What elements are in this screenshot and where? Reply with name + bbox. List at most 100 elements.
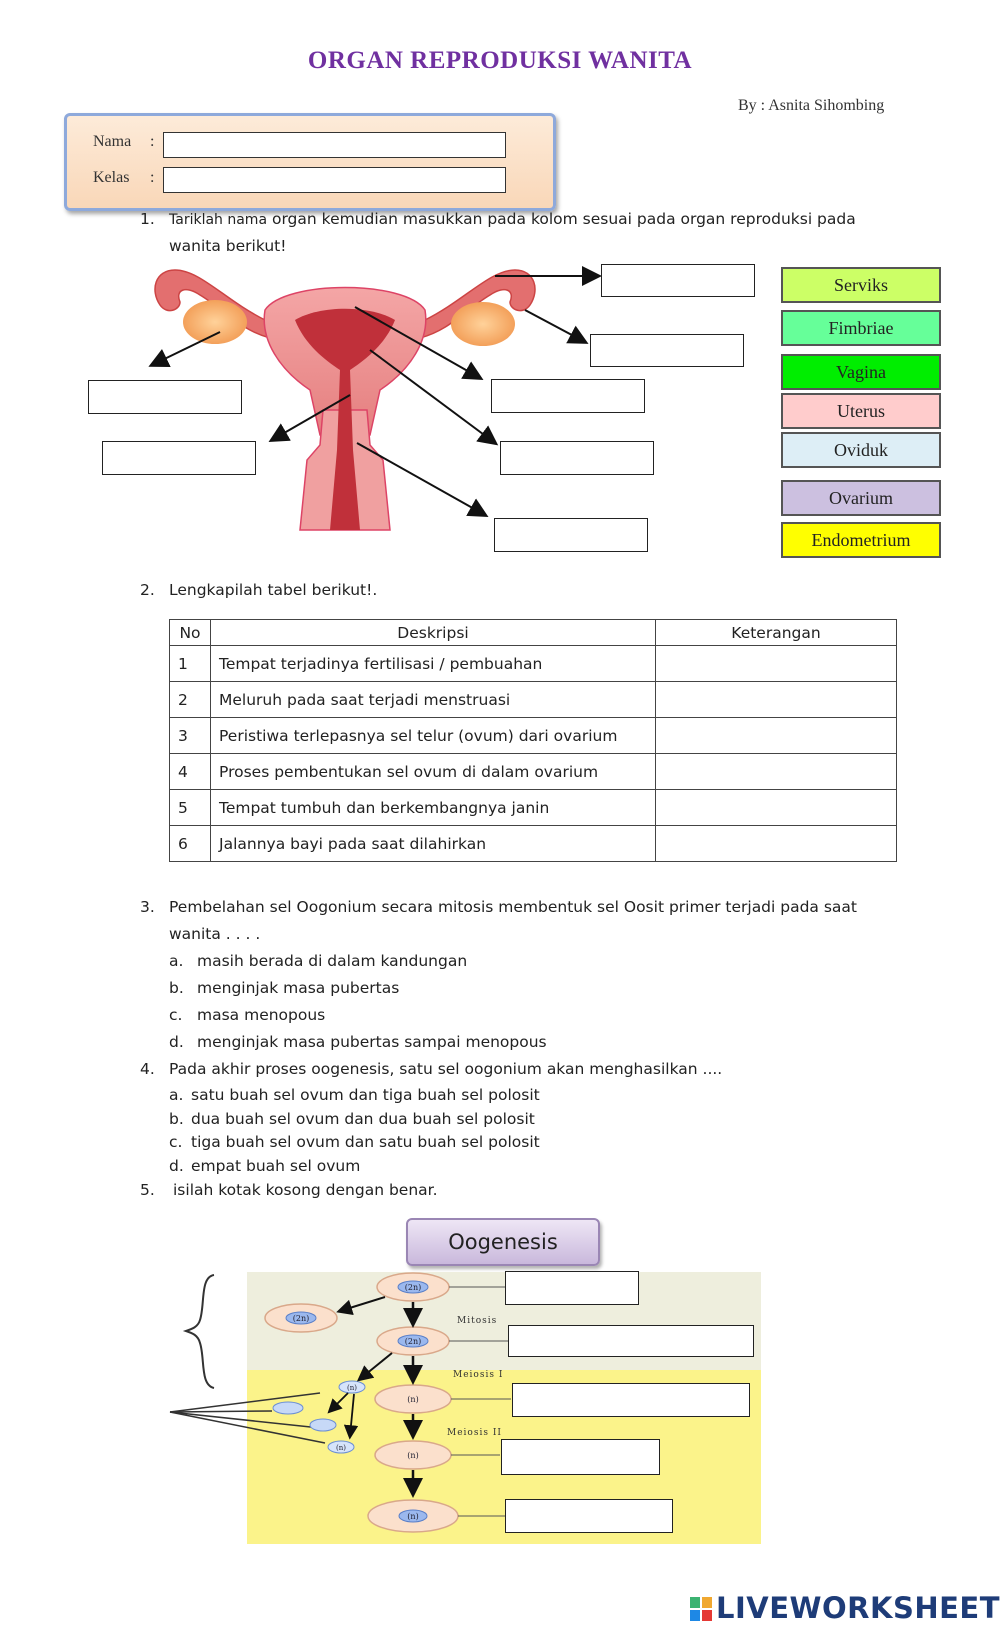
author-label: By : Asnita Sihombing [738,97,885,114]
class-label: Kelas [93,169,130,186]
row-answer-cell[interactable] [655,681,897,718]
name-label: Nama [93,133,132,150]
class-input[interactable] [163,167,506,193]
row-answer-cell[interactable] [655,645,897,682]
row-answer-cell[interactable] [655,717,897,754]
row-no: 4 [169,753,211,790]
q3-option-b-key[interactable]: b. [169,979,184,997]
ootid-cell: (n) [374,1440,452,1470]
name-input[interactable] [163,132,506,158]
q4-option-a-key[interactable]: a. [169,1086,184,1104]
q5-answer-box-5[interactable] [505,1499,673,1533]
row-desc: Jalannya bayi pada saat dilahirkan [210,825,656,862]
oogenesis-diagram: (2n) (2n) (2n) (n) (n) (n) (n) (n) [169,1272,511,1533]
q2-number: 2. [140,581,155,599]
table-header-row: No Deskripsi Keterangan [169,619,897,646]
row-answer-cell[interactable] [655,753,897,790]
liveworksheets-logo-icon [690,1597,712,1621]
tag-endometrium[interactable]: Endometrium [781,522,941,558]
q2-text: Lengkapilah tabel berikut!. [169,581,378,599]
q3-text-line2: wanita . . . . [169,925,261,943]
table-row: 4 Proses pembentukan sel ovum di dalam o… [169,753,897,790]
left-ovary [183,300,247,344]
polar-body-icon [309,1418,337,1432]
primary-oocyte-cell: (2n) [376,1326,450,1356]
page-title: ORGAN REPRODUKSI WANITA [307,47,693,74]
q3-option-b[interactable]: menginjak masa pubertas [197,979,400,997]
table-row: 1 Tempat terjadinya fertilisasi / pembua… [169,645,897,682]
q4-option-c[interactable]: tiga buah sel ovum dan satu buah sel pol… [191,1133,540,1151]
brace [182,1274,215,1389]
q5-answer-box-4[interactable] [501,1439,660,1475]
q1-answer-box-7[interactable] [494,518,648,552]
row-desc: Peristiwa terlepasnya sel telur (ovum) d… [210,717,656,754]
q1-answer-box-3[interactable] [88,380,242,414]
row-no: 5 [169,789,211,826]
name-colon: : [150,133,155,150]
oogonium-cell: (2n) [376,1272,450,1302]
table-row: 6 Jalannya bayi pada saat dilahirkan [169,825,897,862]
tag-serviks[interactable]: Serviks [781,267,941,303]
tag-vagina[interactable]: Vagina [781,354,941,390]
first-polar-body-label: (n) [347,1384,357,1392]
row-no: 2 [169,681,211,718]
header-deskripsi: Deskripsi [210,619,656,646]
q5-answer-box-1[interactable] [505,1271,639,1305]
q3-option-d[interactable]: menginjak masa pubertas sampai menopous [197,1033,547,1051]
q4-option-d[interactable]: empat buah sel ovum [191,1157,361,1175]
second-polar-body: (n) [327,1440,355,1454]
tag-uterus[interactable]: Uterus [781,393,941,429]
q5-answer-box-2[interactable] [508,1325,754,1357]
q1-answer-box-1[interactable] [601,264,755,297]
q5-number: 5. [140,1181,155,1199]
q1-answer-box-2[interactable] [590,334,744,367]
polar-body-icon [272,1401,304,1415]
class-colon: : [150,169,155,186]
q3-option-c[interactable]: masa menopous [197,1006,326,1024]
q4-option-b-key[interactable]: b. [169,1110,184,1128]
q4-option-d-key[interactable]: d. [169,1157,184,1175]
tag-oviduk[interactable]: Oviduk [781,432,941,468]
row-answer-cell[interactable] [655,789,897,826]
secondary-oocyte-cell: (n) [374,1384,452,1414]
oogonium-label: (2n) [405,1283,421,1292]
liveworksheets-logo: LIVEWORKSHEETS [716,1591,1000,1625]
q3-option-a[interactable]: masih berada di dalam kandungan [197,952,468,970]
identity-banner [64,113,556,211]
q5-text: isilah kotak kosong dengan benar. [173,1181,438,1199]
q3-option-c-key[interactable]: c. [169,1006,183,1024]
tag-fimbriae[interactable]: Fimbriae [781,310,941,346]
q5-answer-box-3[interactable] [512,1383,750,1417]
row-no: 1 [169,645,211,682]
q3-option-d-key[interactable]: d. [169,1033,184,1051]
right-ovary [451,302,515,346]
q1-text: Tariklah nama organ kemudian masukkan pa… [169,210,856,228]
q3-option-a-key[interactable]: a. [169,952,184,970]
tag-ovarium[interactable]: Ovarium [781,480,941,516]
q4-option-c-key[interactable]: c. [169,1133,183,1151]
oogonium-copy-cell: (2n) [264,1303,338,1333]
q1-text-small: Tariklah nama [169,212,268,228]
oogonium-copy-label: (2n) [293,1314,309,1323]
q4-option-a[interactable]: satu buah sel ovum dan tiga buah sel pol… [191,1086,540,1104]
q3-number: 3. [140,898,155,916]
meiosis1-label: Meiosis I [453,1370,503,1380]
ovum-cell: (n) [367,1499,459,1533]
q3-text-line1: Pembelahan sel Oogonium secara mitosis m… [169,898,858,916]
table-row: 5 Tempat tumbuh dan berkembangnya janin [169,789,897,826]
q1-answer-box-6[interactable] [500,441,654,475]
row-answer-cell[interactable] [655,825,897,862]
ootid-label: (n) [407,1451,418,1460]
q1-answer-box-4[interactable] [491,379,645,413]
table-row: 3 Peristiwa terlepasnya sel telur (ovum)… [169,717,897,754]
secondary-oocyte-label: (n) [407,1395,418,1404]
row-no: 3 [169,717,211,754]
q1-number: 1. [140,210,155,228]
q1-answer-box-5[interactable] [102,441,256,475]
vaginal-canal [330,370,360,530]
reproductive-organ-illustration [154,269,536,531]
q1-text-line2: wanita berikut! [169,237,287,255]
q1-text-line1: organ kemudian masukkan pada kolom sesua… [271,210,856,228]
ovum-label: (n) [407,1512,418,1521]
q4-option-b[interactable]: dua buah sel ovum dan dua buah sel polos… [191,1110,535,1128]
